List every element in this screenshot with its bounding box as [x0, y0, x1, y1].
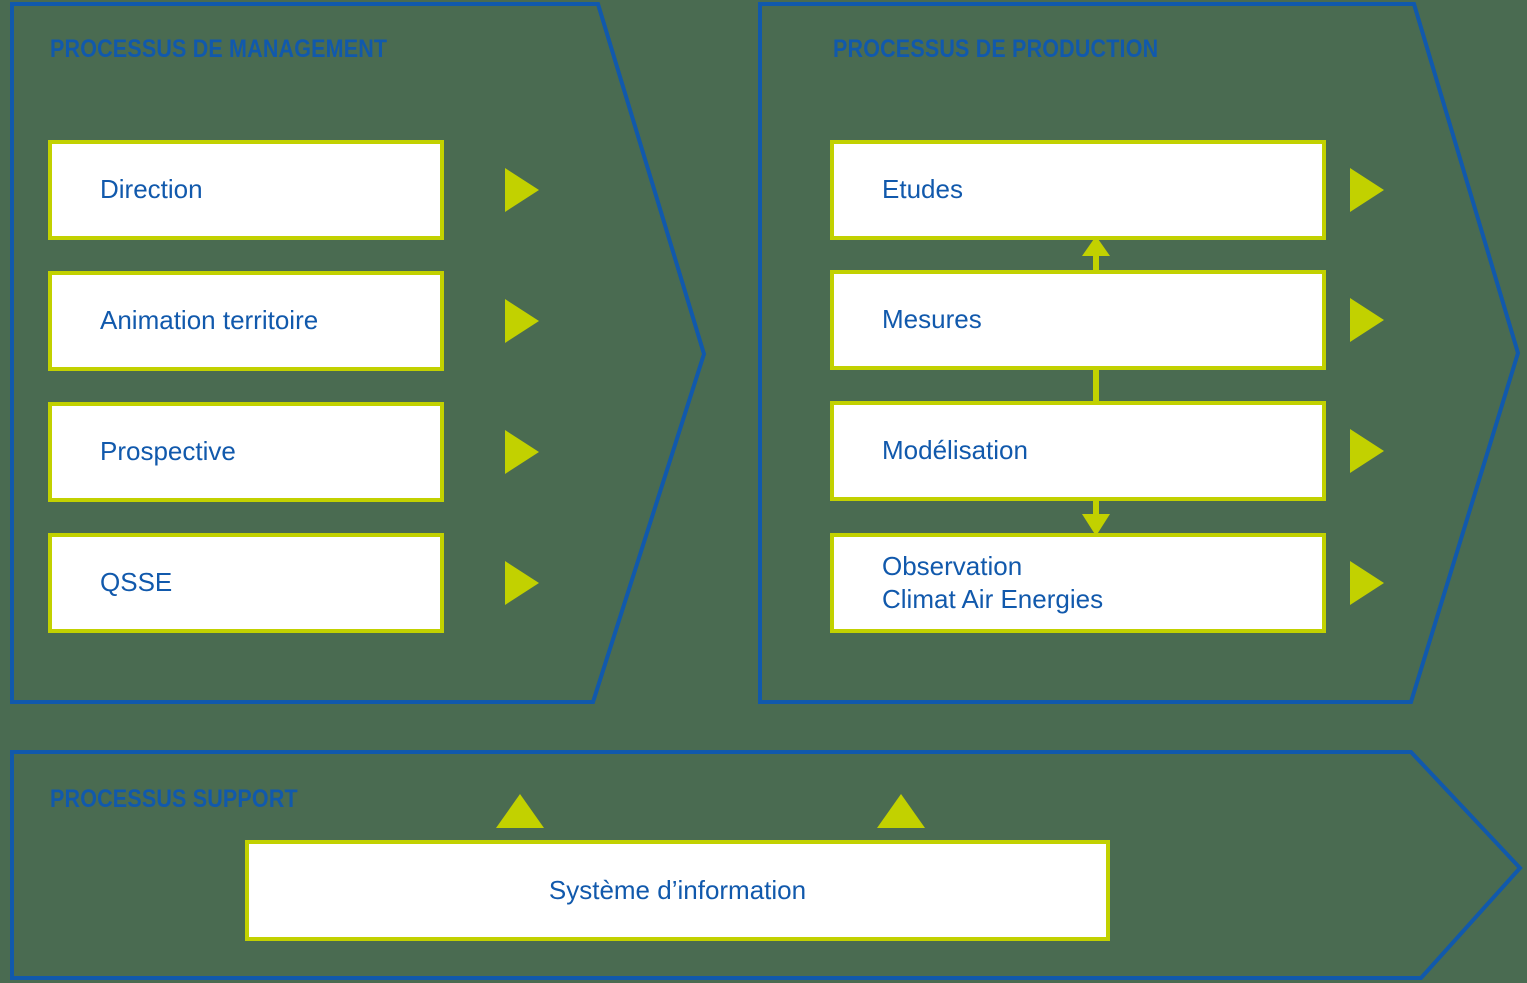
process-box-observation-climat-air-energies[interactable]: Observation Climat Air Energies	[830, 533, 1326, 633]
triangle-right-icon-modelisation	[1350, 429, 1384, 473]
process-box-label: Mesures	[882, 304, 982, 335]
process-box-label: Système d’information	[548, 874, 807, 905]
process-box-systeme-dinformation[interactable]: Système d’information	[245, 840, 1110, 941]
panel-title-management: PROCESSUS DE MANAGEMENT	[50, 35, 388, 63]
connector-mesures-to-etudes	[1082, 236, 1110, 270]
triangle-right-icon-etudes	[1350, 168, 1384, 212]
triangle-up-icon-support-left	[496, 794, 544, 828]
process-box-label: Observation Climat Air Energies	[882, 550, 1104, 614]
triangle-right-icon-qsse	[505, 561, 539, 605]
process-box-mesures[interactable]: Mesures	[830, 270, 1326, 370]
panel-title-production: PROCESSUS DE PRODUCTION	[833, 35, 1159, 63]
process-box-label: Direction	[100, 174, 203, 205]
process-box-label: Prospective	[100, 436, 236, 467]
process-box-label: QSSE	[100, 567, 173, 598]
process-box-modelisation[interactable]: Modélisation	[830, 401, 1326, 501]
process-box-direction[interactable]: Direction	[48, 140, 444, 240]
process-box-prospective[interactable]: Prospective	[48, 402, 444, 502]
process-box-animation-territoire[interactable]: Animation territoire	[48, 271, 444, 371]
triangle-right-icon-observation	[1350, 561, 1384, 605]
triangle-right-icon-direction	[505, 168, 539, 212]
triangle-up-icon-support-right	[877, 794, 925, 828]
process-box-label: Etudes	[882, 174, 963, 205]
process-box-etudes[interactable]: Etudes	[830, 140, 1326, 240]
panel-title-support: PROCESSUS SUPPORT	[50, 785, 298, 813]
process-box-qsse[interactable]: QSSE	[48, 533, 444, 633]
triangle-right-icon-prospective	[505, 430, 539, 474]
triangle-right-icon-animation-territoire	[505, 299, 539, 343]
process-box-label: Modélisation	[882, 435, 1028, 466]
triangle-right-icon-mesures	[1350, 298, 1384, 342]
process-box-label: Animation territoire	[100, 305, 319, 336]
